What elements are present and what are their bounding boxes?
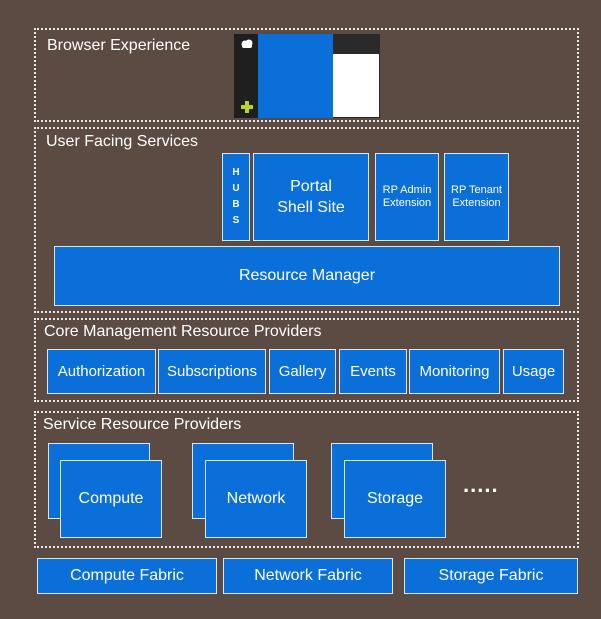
shell-site-label: Shell Site: [277, 199, 345, 216]
browser-blade: [258, 34, 333, 118]
rp-tenant-extension-label: Extension: [452, 197, 501, 209]
network-fabric-box: Network Fabric: [223, 558, 393, 594]
hubs-letter: B: [232, 199, 240, 210]
gallery-box: Gallery: [269, 349, 336, 394]
rp-admin-extension-box: RP Admin Extension: [375, 153, 439, 241]
hubs-letter: S: [232, 215, 240, 226]
compute-fabric-box: Compute Fabric: [37, 558, 217, 594]
hubs-letter: U: [232, 183, 240, 194]
subscriptions-box: Subscriptions: [158, 349, 266, 394]
resource-manager-box: Resource Manager: [54, 246, 560, 306]
more-providers-ellipsis: .....: [463, 472, 499, 497]
rp-admin-label: RP Admin: [382, 184, 432, 196]
storage-box: Storage: [344, 460, 446, 538]
user-facing-services-section: [34, 127, 579, 313]
service-resource-providers-title: Service Resource Providers: [43, 416, 242, 433]
browser-content-pane: [333, 54, 379, 117]
plus-icon: [241, 101, 253, 113]
events-box: Events: [339, 349, 407, 394]
hubs-box: H U B S: [222, 153, 250, 241]
portal-label: Portal: [290, 178, 332, 195]
service-resource-providers-section: [34, 411, 579, 548]
user-facing-services-title: User Facing Services: [46, 133, 199, 150]
portal-shell-site-box: Portal Shell Site: [253, 153, 369, 241]
authorization-box: Authorization: [47, 349, 156, 394]
storage-fabric-box: Storage Fabric: [404, 558, 578, 594]
rp-admin-extension-label: Extension: [382, 197, 432, 209]
cloud-icon: [241, 39, 253, 48]
network-box: Network: [205, 460, 307, 538]
rp-tenant-label: RP Tenant: [451, 184, 502, 196]
browser-experience-section: [34, 28, 579, 122]
hubs-letter: H: [232, 167, 240, 178]
compute-box: Compute: [60, 460, 162, 538]
core-management-section: [34, 318, 579, 402]
monitoring-box: Monitoring: [409, 349, 500, 394]
core-management-title: Core Management Resource Providers: [44, 323, 322, 340]
rp-tenant-extension-box: RP Tenant Extension: [444, 153, 509, 241]
usage-box: Usage: [503, 349, 564, 394]
browser-experience-title: Browser Experience: [47, 37, 191, 54]
